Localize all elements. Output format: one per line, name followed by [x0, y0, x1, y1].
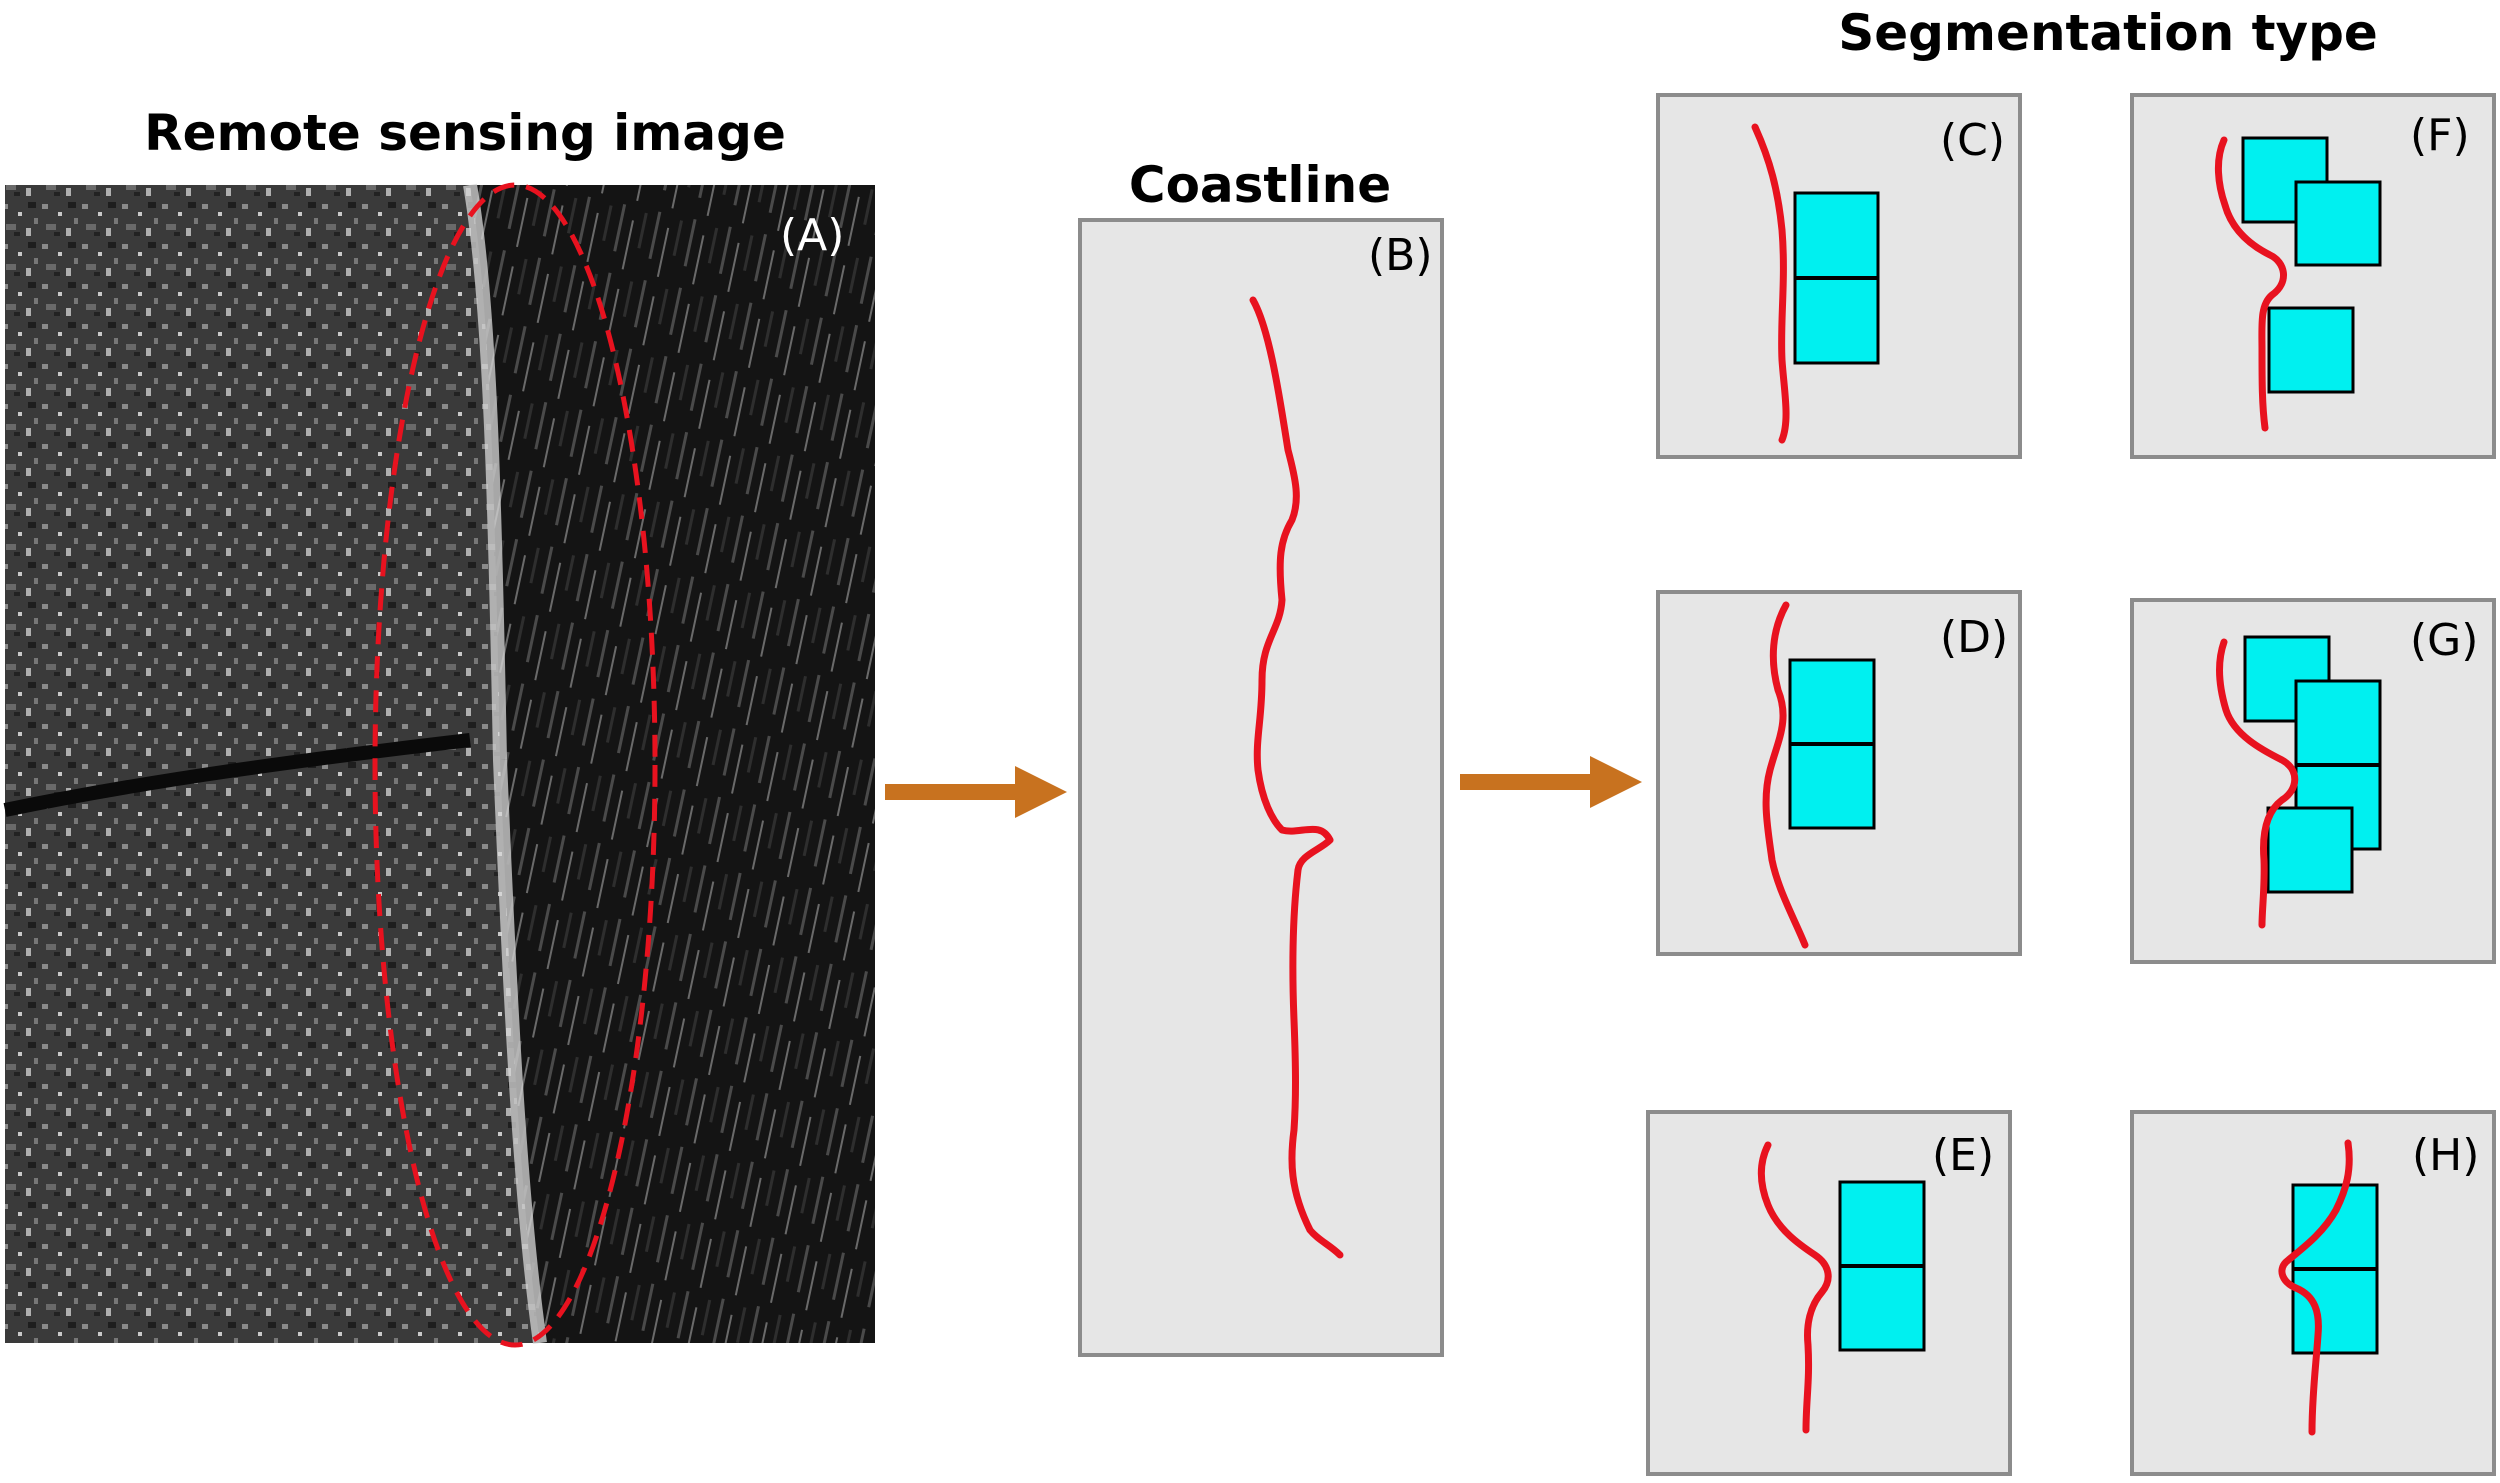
panel-label-g: (G) — [2410, 615, 2478, 666]
panel-h-segmentation: (H) — [2132, 1112, 2494, 1474]
coastline-title: Coastline — [1129, 156, 1391, 214]
panel-a-remote-sensing-image: (A) — [5, 185, 875, 1345]
panel-g-segmentation: (G) — [2132, 600, 2494, 962]
panel-label-h: (H) — [2412, 1130, 2479, 1181]
panel-label-b: (B) — [1368, 230, 1433, 281]
panel-label-f: (F) — [2410, 110, 2470, 161]
segmentation-type-title: Segmentation type — [1838, 4, 2378, 62]
panel-label-a: (A) — [780, 210, 844, 261]
arrow-right-icon — [1460, 756, 1642, 808]
panel-d-segmentation: (D) — [1658, 592, 2020, 954]
tile-top — [2293, 1185, 2377, 1269]
arrow-right-icon — [885, 766, 1067, 818]
panel-label-c: (C) — [1940, 115, 2005, 166]
tile-bottom — [1790, 744, 1874, 828]
panel-b-coastline: (B) — [1080, 220, 1442, 1355]
tile-bottom — [1840, 1266, 1924, 1350]
panel-f-segmentation: (F) — [2132, 95, 2494, 457]
panel-label-e: (E) — [1932, 1130, 1994, 1181]
tile-top — [1795, 193, 1878, 278]
tile — [2268, 808, 2352, 892]
tile-top — [1790, 660, 1874, 744]
tile-top — [1840, 1182, 1924, 1266]
panel-e-segmentation: (E) — [1648, 1112, 2010, 1474]
panel-c-segmentation: (C) — [1658, 95, 2020, 457]
tile — [2296, 681, 2380, 765]
panel-label-d: (D) — [1940, 612, 2008, 663]
tile-bottom — [1795, 278, 1878, 363]
remote-sensing-title: Remote sensing image — [144, 104, 786, 162]
tile — [2296, 182, 2380, 265]
tile-bottom — [2293, 1269, 2377, 1353]
tile — [2269, 308, 2353, 392]
